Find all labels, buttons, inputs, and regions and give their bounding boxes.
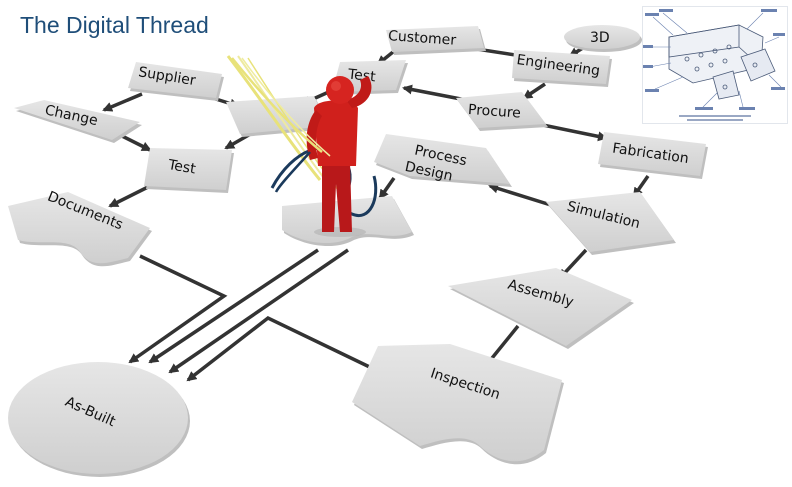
node-fabrication: Fabrication bbox=[598, 132, 708, 179]
node-engineering: Engineering bbox=[512, 50, 612, 87]
shapes: Customer 3D Engineering Test bbox=[8, 25, 708, 477]
page-title: The Digital Thread bbox=[20, 12, 209, 38]
label-customer: Customer bbox=[388, 28, 457, 49]
arrow-test-documents bbox=[108, 184, 151, 208]
node-simulation: Simulation bbox=[546, 192, 676, 255]
arrow-engineering-procure bbox=[522, 82, 546, 100]
arrow-process-center bbox=[378, 176, 396, 200]
arrow-simulation-process bbox=[488, 183, 555, 208]
mechanical-drawing-inset bbox=[642, 6, 788, 124]
node-process-design: Process Design bbox=[374, 134, 512, 187]
node-documents: Documents bbox=[8, 189, 152, 267]
arrow-supplier-change bbox=[102, 92, 143, 112]
label-test-left: Test bbox=[166, 157, 197, 178]
arrow-inspection-asbuilt bbox=[186, 315, 381, 382]
label-3d: 3D bbox=[590, 30, 610, 46]
node-3d: 3D bbox=[564, 25, 642, 52]
node-supplier: Supplier bbox=[128, 62, 224, 101]
label-procure: Procure bbox=[468, 102, 522, 122]
thread-strands-front bbox=[231, 57, 331, 193]
arrow-documents-asbuilt bbox=[128, 254, 228, 364]
mechanical-drawing-icon bbox=[643, 9, 785, 121]
node-as-built: As-Built bbox=[8, 362, 190, 477]
node-procure: Procure bbox=[456, 92, 548, 131]
arrow-procure-test bbox=[402, 84, 467, 102]
node-assembly: Assembly bbox=[448, 268, 634, 349]
node-test-left: Test bbox=[144, 148, 234, 193]
arrow-procure-fabrication bbox=[537, 122, 608, 142]
node-change: Change bbox=[14, 100, 142, 143]
node-customer: Customer bbox=[386, 26, 486, 55]
arrow-center-asbuilt-2 bbox=[168, 248, 349, 374]
arrow-center-asbuilt-1 bbox=[148, 248, 319, 364]
thinking-red-figure-icon bbox=[306, 76, 372, 237]
node-inspection: Inspection bbox=[352, 344, 564, 465]
center-platform-upper bbox=[226, 96, 330, 137]
